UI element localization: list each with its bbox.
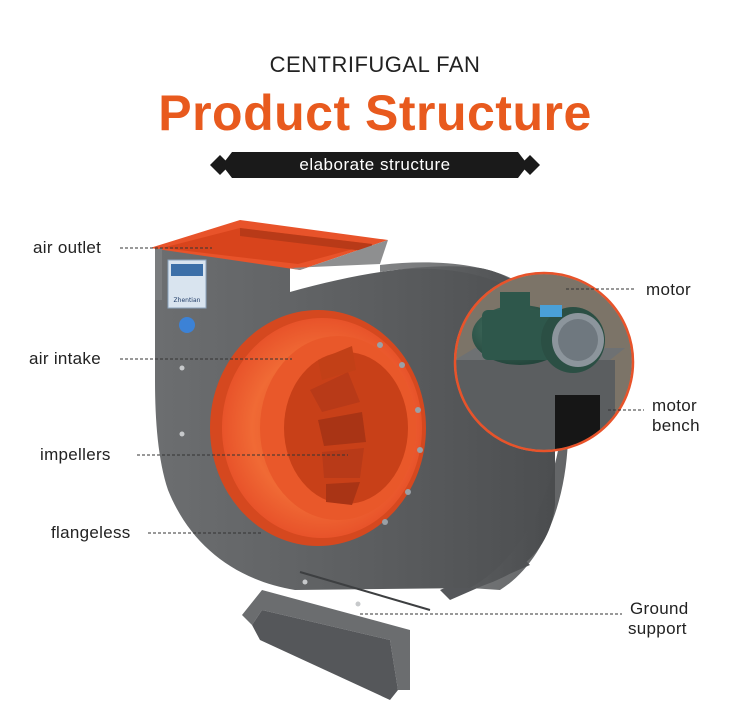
ribbon-text: elaborate structure <box>299 155 451 174</box>
label-air-outlet: air outlet <box>33 238 102 257</box>
motor-detail-inset <box>453 271 635 453</box>
label-motor-bench-line2: bench <box>652 416 700 435</box>
ribbon-diamond-right <box>520 155 540 175</box>
impellers <box>310 346 366 505</box>
housing-bolts <box>179 365 361 607</box>
label-motor-bench-line1: motor <box>652 396 697 415</box>
air-intake <box>210 310 426 546</box>
ribbon-bar <box>222 152 528 178</box>
label-flangeless: flangeless <box>51 523 131 542</box>
nameplate-brand: Zhentian <box>174 297 201 304</box>
label-motor: motor <box>646 280 691 299</box>
logo-badge <box>179 317 195 333</box>
label-ground-support-line1: Ground <box>630 599 689 618</box>
ribbon-banner <box>210 152 540 178</box>
subtitle: CENTRIFUGAL FAN <box>269 52 481 77</box>
label-air-intake: air intake <box>29 349 101 368</box>
page-title: Product Structure <box>158 85 592 141</box>
ribbon-diamond-left <box>210 155 230 175</box>
nameplate: Zhentian <box>167 259 207 333</box>
leader-lines <box>120 247 644 615</box>
label-impellers: impellers <box>40 445 111 464</box>
air-outlet <box>150 220 388 300</box>
label-ground-support-line2: support <box>628 619 687 638</box>
